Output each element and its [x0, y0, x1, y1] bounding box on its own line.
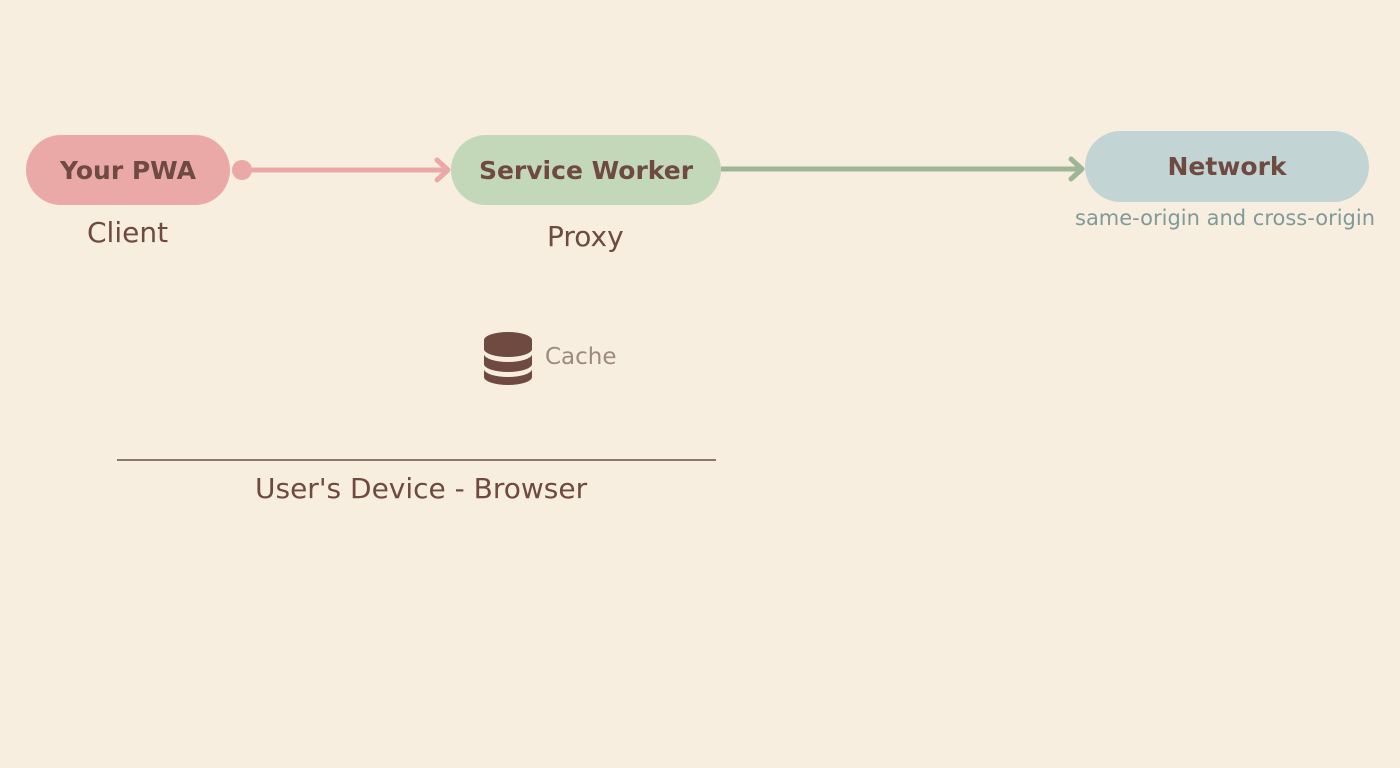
your-pwa-label: Your PWA: [60, 155, 196, 185]
network-node: Network: [1085, 131, 1369, 202]
network-caption: same-origin and cross-origin: [1075, 206, 1376, 230]
device-boundary-line: [117, 459, 716, 461]
client-to-sw-arrowhead: [434, 157, 451, 183]
sw-to-network-arrowhead: [1068, 156, 1085, 182]
database-icon: [484, 332, 532, 385]
your-pwa-node: Your PWA: [26, 135, 230, 205]
service-worker-node: Service Worker: [451, 135, 721, 205]
proxy-caption: Proxy: [547, 220, 624, 253]
service-worker-label: Service Worker: [478, 155, 694, 185]
client-caption: Client: [87, 216, 169, 249]
cache-label: Cache: [545, 344, 617, 370]
network-label: Network: [1167, 152, 1287, 181]
device-label: User's Device - Browser: [255, 472, 588, 505]
